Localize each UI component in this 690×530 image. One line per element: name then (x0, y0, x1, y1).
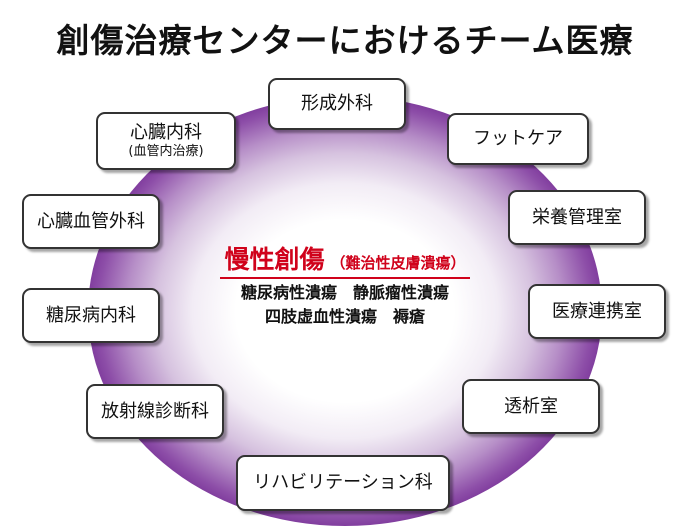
dept-dialysis-label: 透析室 (504, 395, 558, 417)
dept-foot-care: フットケア (447, 113, 589, 165)
dept-cardiology-sublabel: (血管内治療) (128, 144, 204, 159)
ulcer-types-line-1: 糖尿病性潰瘍 静脈瘤性潰瘍 (240, 283, 449, 302)
dept-medical-liaison-label: 医療連携室 (552, 300, 642, 322)
dept-radiology: 放射線診断科 (86, 384, 224, 439)
chronic-wound-heading: 慢性創傷 （難治性皮膚潰瘍） (220, 240, 470, 279)
dept-radiology-label: 放射線診断科 (101, 400, 209, 422)
chronic-wound-label: 慢性創傷 (224, 245, 325, 274)
dept-diabetes: 糖尿病内科 (22, 288, 160, 343)
page-title: 創傷治療センターにおけるチーム医療 (56, 21, 634, 60)
dept-dialysis: 透析室 (462, 379, 600, 434)
chronic-wound-note: （難治性皮膚潰瘍） (330, 254, 466, 272)
dept-cardiology-label: 心臓内科 (130, 122, 202, 144)
dept-nutrition: 栄養管理室 (508, 190, 646, 245)
dept-plastic-surgery: 形成外科 (268, 78, 406, 130)
dept-cardiovascular-surgery-label: 心臓血管外科 (37, 210, 145, 232)
dept-nutrition-label: 栄養管理室 (532, 206, 622, 228)
dept-foot-care-label: フットケア (473, 128, 563, 150)
dept-plastic-surgery-label: 形成外科 (301, 93, 373, 115)
dept-rehabilitation-label: リハビリテーション科 (253, 472, 433, 494)
dept-cardiovascular-surgery: 心臓血管外科 (22, 194, 160, 249)
dept-diabetes-label: 糖尿病内科 (46, 304, 136, 326)
center-topic: 慢性創傷 （難治性皮膚潰瘍） 糖尿病性潰瘍 静脈瘤性潰瘍 四肢虚血性潰瘍 褥瘡 (175, 240, 515, 327)
dept-cardiology: 心臓内科 (血管内治療) (96, 112, 236, 170)
ulcer-types-line-2: 四肢虚血性潰瘍 褥瘡 (264, 307, 425, 326)
dept-medical-liaison: 医療連携室 (528, 284, 666, 339)
dept-rehabilitation: リハビリテーション科 (236, 455, 450, 511)
